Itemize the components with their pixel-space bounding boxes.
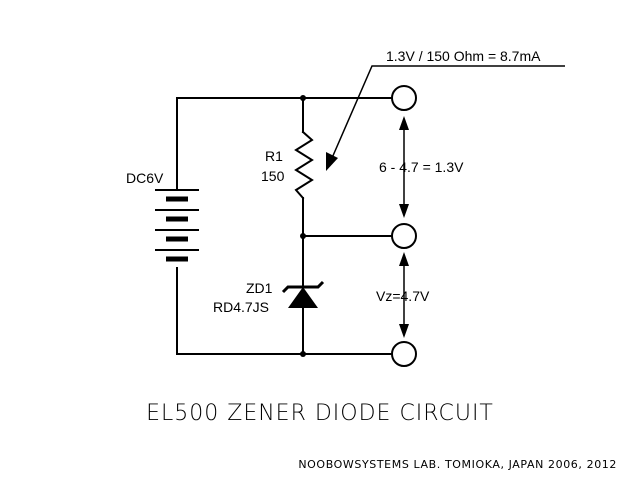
terminal-middle: [391, 223, 417, 249]
resistor-ref-label: R1: [265, 148, 283, 164]
diagram-title: EL500 ZENER DIODE CIRCUIT: [146, 401, 494, 426]
junction-bottom: [300, 351, 306, 357]
terminal-top: [391, 85, 417, 111]
battery-label: DC6V: [126, 170, 164, 186]
resistor-drop-arrow: [399, 116, 409, 218]
zener-voltage-arrow: [399, 252, 409, 338]
zener-diode-symbol: [281, 280, 325, 308]
terminal-bottom: [391, 341, 417, 367]
junction-top: [300, 95, 306, 101]
resistor-value-label: 150: [261, 168, 285, 184]
current-annotation: 1.3V / 150 Ohm = 8.7mA: [386, 48, 541, 64]
zener-voltage-label: Vz=4.7V: [376, 288, 430, 304]
zener-part-label: RD4.7JS: [213, 299, 269, 315]
top-wire: [176, 97, 393, 189]
credit-line: NOOBOWSYSTEMS LAB. TOMIOKA, JAPAN 2006, …: [298, 458, 617, 471]
zener-ref-label: ZD1: [246, 280, 273, 296]
current-leader-arrow: [326, 65, 565, 171]
resistor-drop-label: 6 - 4.7 = 1.3V: [379, 159, 464, 175]
resistor-zigzag: [294, 130, 314, 200]
junction-middle: [300, 233, 306, 239]
battery-symbol: [155, 189, 199, 262]
resistor-zener-node-wire: [302, 197, 393, 237]
bottom-wire: [176, 267, 393, 355]
